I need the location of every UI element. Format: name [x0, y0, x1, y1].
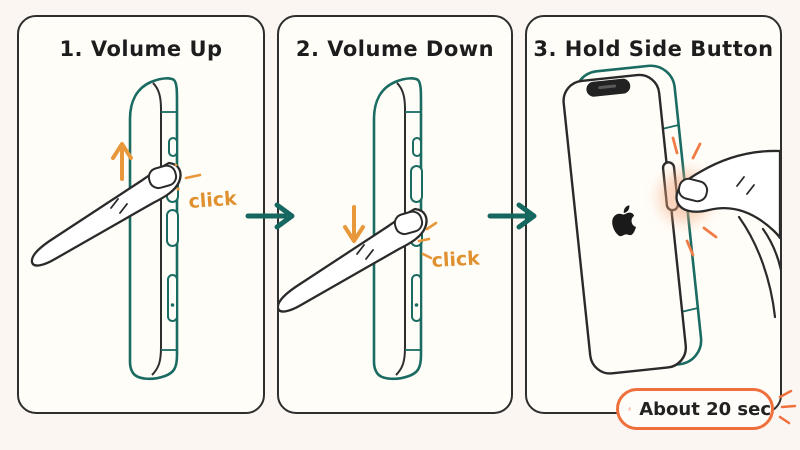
- volume-down-button: [166, 209, 179, 247]
- click-label: click: [431, 247, 481, 272]
- duration-badge: About 20 sec: [616, 388, 774, 430]
- volume-up-illustration: click: [30, 77, 238, 381]
- finger-pressing-volume-up: [30, 161, 182, 267]
- apple-logo: [612, 205, 636, 237]
- down-arrow-icon: [343, 205, 365, 243]
- volume-down-illustration: click: [279, 77, 481, 381]
- side-button-illustration: [562, 64, 780, 375]
- volume-up-button: [410, 165, 423, 203]
- right-arrow-icon: [245, 202, 295, 230]
- step-title: 2. Volume Down: [295, 37, 495, 61]
- stopwatch-icon: [628, 407, 631, 411]
- step-panel-volume-up: 1. Volume Up: [17, 15, 265, 414]
- up-arrow-icon: [111, 142, 133, 181]
- sim-tray: [411, 274, 422, 322]
- finger-pressing-volume-down: [279, 207, 428, 313]
- mute-switch: [412, 137, 422, 157]
- step-title: 1. Volume Up: [59, 37, 223, 61]
- click-label: click: [188, 188, 238, 213]
- sim-tray: [167, 274, 178, 322]
- speaker-slit: [598, 84, 617, 90]
- fingernail: [677, 177, 709, 203]
- click-sparkle: [417, 221, 438, 260]
- sparkle-dashes: [778, 389, 797, 425]
- click-sparkle: [174, 163, 202, 191]
- right-arrow-icon: [487, 202, 537, 230]
- phone-side-view: [128, 77, 179, 381]
- fingernail: [393, 210, 424, 236]
- fingernail: [147, 164, 178, 190]
- mute-switch: [168, 137, 178, 157]
- step-panel-side-button: 3. Hold Side Button: [525, 15, 782, 414]
- finger-pressing-side-button: [675, 149, 780, 319]
- step-panel-volume-down: 2. Volume Down: [277, 15, 513, 414]
- step-title: 3. Hold Side Button: [533, 37, 774, 61]
- duration-label: About 20 sec: [639, 398, 771, 420]
